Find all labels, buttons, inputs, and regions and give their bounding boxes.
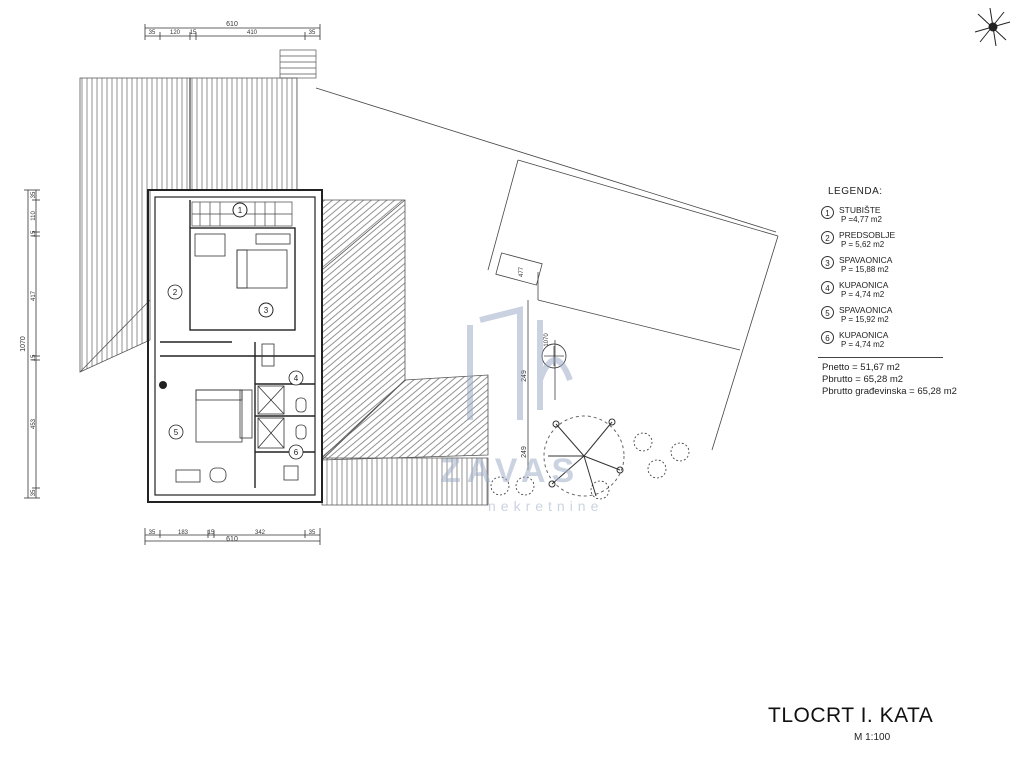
legend-item: 4 KUPAONICA P = 4,74 m2 (818, 280, 1018, 305)
dim-top-seg-2: 120 (170, 30, 181, 36)
watermark-logo-icon (467, 306, 573, 420)
legend-number-badge: 2 (821, 231, 834, 244)
interior-walls (160, 200, 315, 488)
north-arrow-icon (974, 7, 1011, 47)
room-label-2: 2 (167, 284, 183, 300)
dim-left-seg-5: 15 (31, 354, 37, 361)
legend-room-name: PREDSOBLJE (839, 230, 896, 240)
room-label-5: 5 (168, 424, 184, 440)
legend-room-name: KUPAONICA (839, 330, 889, 340)
legend-item: 5 SPAVAONICA P = 15,92 m2 (818, 305, 1018, 330)
legend-number-badge: 4 (821, 281, 834, 294)
tree-small-icon (490, 432, 690, 500)
dim-top-total: 610 (226, 21, 238, 28)
bathroom-fixtures (257, 343, 307, 481)
bed-upper-icon (194, 233, 291, 289)
legend-room-area: P = 4,74 m2 (841, 290, 885, 299)
roof-left (79, 77, 298, 373)
area-totals: Pnetto = 51,67 m2 Pbrutto = 65,28 m2 Pbr… (818, 362, 1018, 398)
total-brutto-gradevinska: Pbrutto građevinska = 65,28 m2 (822, 386, 957, 397)
tree-large-icon (543, 415, 625, 497)
house-walls (147, 189, 323, 503)
dim-site-4: 1070 (544, 333, 550, 347)
legend-room-name: STUBIŠTE (839, 205, 881, 215)
legend-divider (818, 357, 943, 358)
dim-left-seg-4: 417 (31, 290, 37, 301)
dim-left-seg-7: 35 (31, 489, 37, 496)
top-dimension-line (144, 24, 321, 40)
legend-room-name: SPAVAONICA (839, 255, 893, 265)
room-label-4: 4 (288, 370, 304, 386)
dim-top-seg-3: 15 (190, 30, 197, 36)
dim-left-seg-6: 453 (31, 418, 37, 429)
room-label-1: 1 (232, 202, 248, 218)
dim-site-1: 249 (521, 370, 528, 382)
dim-bottom-total: 610 (226, 536, 238, 543)
legend-item: 2 PREDSOBLJE P = 5,62 m2 (818, 230, 1018, 255)
dim-bottom-seg-2: 183 (178, 530, 189, 536)
dim-left-seg-1: 35 (31, 191, 37, 198)
legend-list: 1 STUBIŠTE P =4,77 m2 2 PREDSOBLJE P = 5… (818, 205, 1018, 355)
dim-site-3: 477 (519, 266, 525, 277)
bed-lower-icon (175, 389, 253, 483)
legend-room-area: P = 4,74 m2 (841, 340, 885, 349)
svg-text:3: 3 (264, 306, 269, 315)
room-label-6: 6 (288, 444, 304, 460)
dim-top-seg-4: 410 (247, 30, 258, 36)
roof-right (320, 199, 489, 506)
legend-panel: LEGENDA: 1 STUBIŠTE P =4,77 m2 2 PREDSOB… (818, 186, 1018, 398)
svg-text:1: 1 (238, 206, 243, 215)
legend-number-badge: 6 (821, 331, 834, 344)
legend-room-name: SPAVAONICA (839, 305, 893, 315)
svg-text:5: 5 (174, 428, 179, 437)
legend-item: 3 SPAVAONICA P = 15,88 m2 (818, 255, 1018, 280)
chimney-icon (159, 381, 167, 389)
dim-top-seg-5: 35 (309, 30, 316, 36)
legend-item: 6 KUPAONICA P = 4,74 m2 (818, 330, 1018, 355)
legend-room-name: KUPAONICA (839, 280, 889, 290)
legend-room-area: P = 15,88 m2 (841, 265, 889, 274)
legend-room-area: P =4,77 m2 (841, 215, 882, 224)
total-netto: Pnetto = 51,67 m2 (822, 362, 900, 373)
legend-room-area: P = 15,92 m2 (841, 315, 889, 324)
legend-title: LEGENDA: (828, 186, 883, 197)
dim-bottom-seg-1: 35 (149, 530, 156, 536)
dim-left-seg-2: 110 (31, 211, 37, 221)
title-block: TLOCRT I. KATA M 1:100 (768, 704, 978, 743)
svg-text:2: 2 (173, 288, 178, 297)
site-boundary (315, 87, 779, 470)
total-brutto: Pbrutto = 65,28 m2 (822, 374, 904, 385)
legend-number-badge: 1 (821, 206, 834, 219)
drawing-title: TLOCRT I. KATA (768, 704, 934, 727)
drawing-scale: M 1:100 (854, 732, 891, 743)
legend-item: 1 STUBIŠTE P =4,77 m2 (818, 205, 1018, 230)
left-dimension-line (24, 189, 40, 499)
dim-top-seg-1: 35 (149, 30, 156, 36)
legend-number-badge: 3 (821, 256, 834, 269)
svg-text:4: 4 (294, 374, 299, 383)
exterior-stair (279, 49, 317, 79)
dim-left-seg-3: 15 (31, 230, 37, 237)
dim-bottom-seg-4: 342 (255, 530, 266, 536)
legend-room-area: P = 5,62 m2 (841, 240, 885, 249)
dim-bottom-seg-5: 35 (309, 530, 316, 536)
legend-number-badge: 5 (821, 306, 834, 319)
dim-left-total: 1070 (20, 336, 27, 352)
dim-bottom-seg-3: 15 (208, 530, 215, 536)
dim-site-2: 249 (521, 446, 528, 458)
room-label-3: 3 (258, 302, 274, 318)
bottom-dimension-line (144, 528, 321, 545)
svg-text:6: 6 (294, 448, 299, 457)
